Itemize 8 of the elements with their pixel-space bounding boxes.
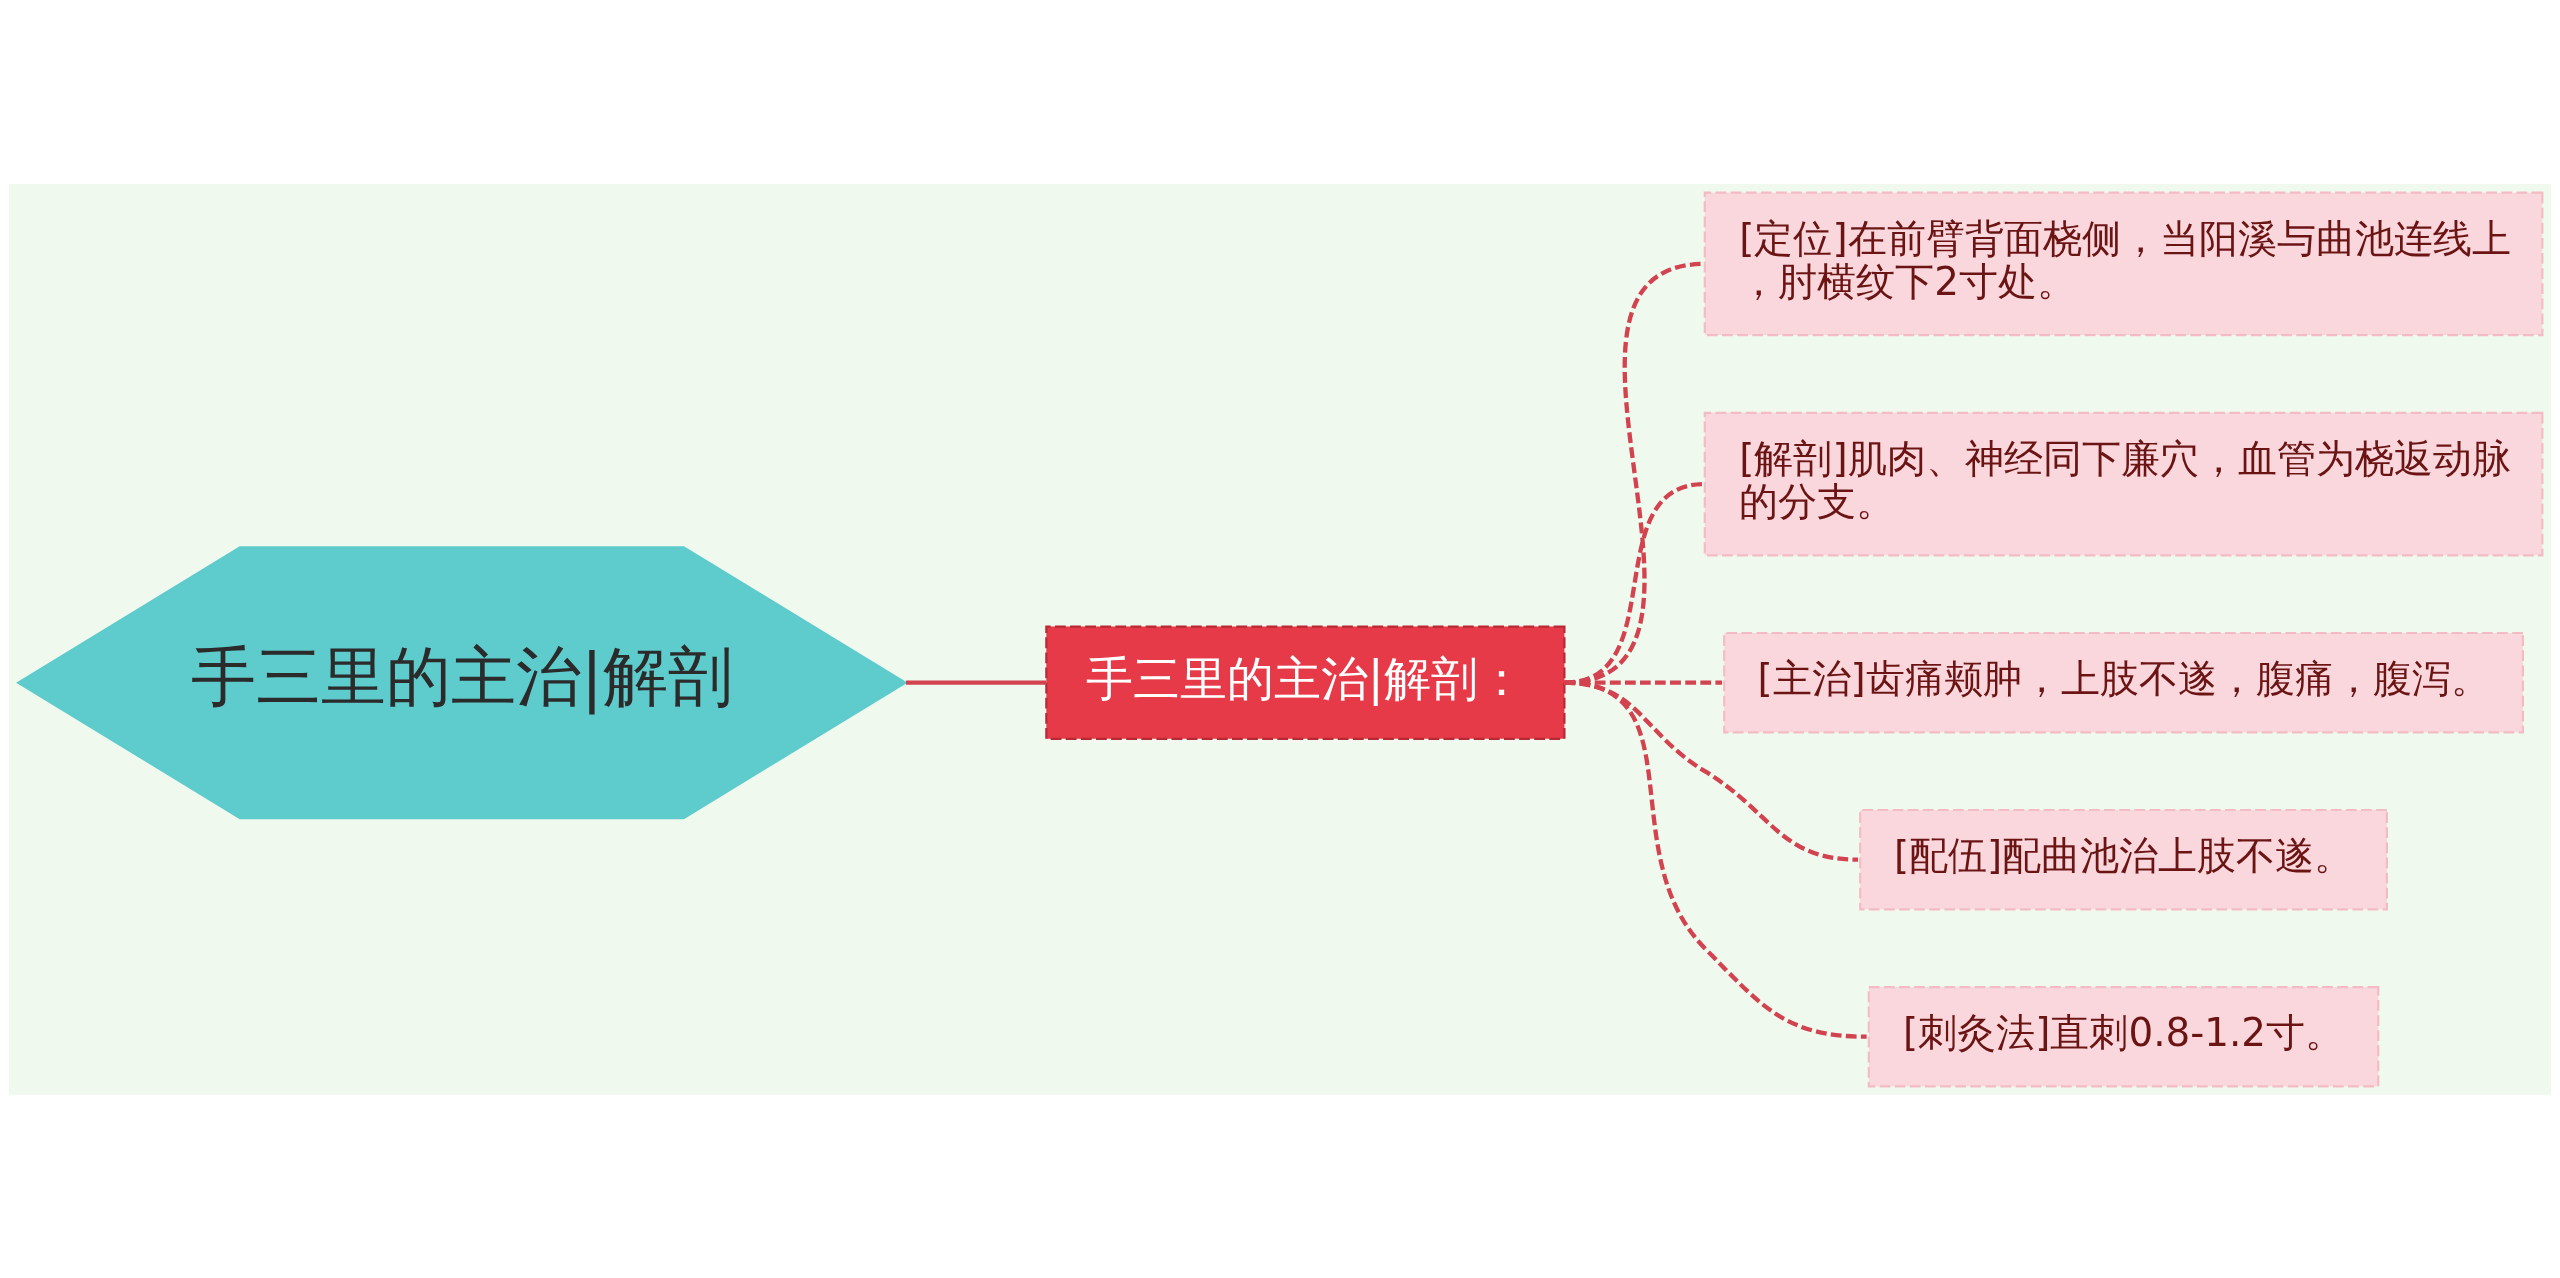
node-box: 手三里的主治|解剖： bbox=[1045, 624, 1566, 740]
node-box: [主治]齿痛颊肿，上肢不遂，腹痛，腹泻。 bbox=[1723, 631, 2524, 733]
node-box: [解剖]肌肉、神经同下廉穴，血管为桡返动脉的分支。 bbox=[1703, 411, 2544, 556]
node-box: [配伍]配曲池治上肢不遂。 bbox=[1859, 808, 2388, 910]
node-box: [刺灸法]直刺0.8-1.2寸。 bbox=[1867, 985, 2380, 1087]
node-box: [定位]在前臂背面桡侧，当阳溪与曲池连线上，肘横纹下2寸处。 bbox=[1703, 191, 2544, 336]
connector bbox=[1564, 680, 1867, 1039]
connector bbox=[906, 680, 1047, 685]
